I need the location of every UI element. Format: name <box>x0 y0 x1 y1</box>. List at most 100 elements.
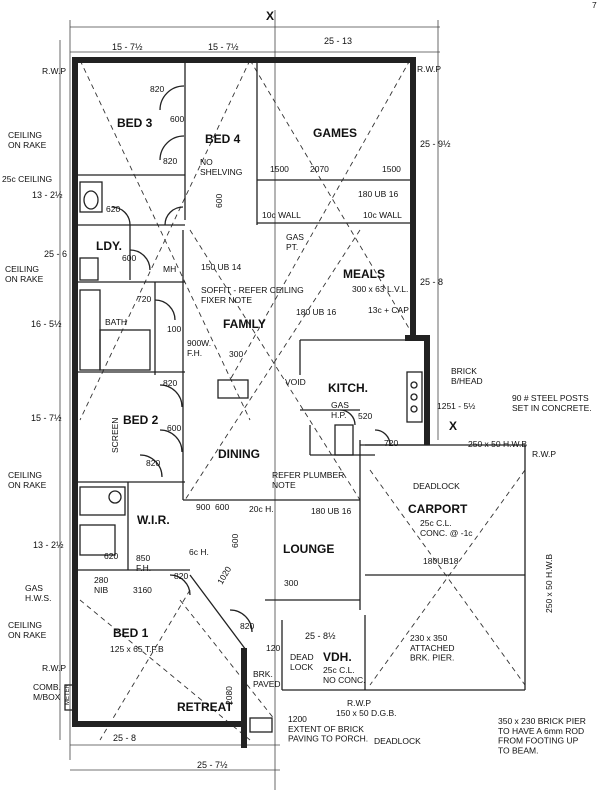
dim-bottom-2: 25 - 7½ <box>197 760 228 770</box>
note-deadlock-1: DEADLOCK <box>413 481 460 491</box>
room-vdh: VDH. <box>323 650 352 664</box>
opening-labels: 820 600 820 620 600 1500 2070 1500 600 M… <box>104 84 401 705</box>
note-ub-180-carport: 180UB18 <box>423 556 459 566</box>
open-d820-bed3: 820 <box>150 84 164 94</box>
dim-top-3: 25 - 13 <box>324 36 352 46</box>
open-d300-lng: 300 <box>284 578 298 588</box>
room-bed3: BED 3 <box>117 116 153 130</box>
dim-left-4: 15 - 7½ <box>31 413 62 423</box>
room-ldy: LDY. <box>96 239 122 253</box>
open-d820-bed3b: 820 <box>163 156 177 166</box>
note-rwp-tl: R.W.P <box>42 66 66 76</box>
open-d2080: 2080 <box>224 686 234 705</box>
note-ub-180-family: 180 UB 16 <box>296 307 336 317</box>
open-d900: 900 <box>196 502 210 512</box>
dim-left-1: 13 - 2½ <box>32 190 63 200</box>
open-d120: 120 <box>266 643 280 653</box>
open-g1500-a: 1500 <box>270 164 289 174</box>
open-d600-bed2: 600 <box>167 423 181 433</box>
open-d600-bed4: 600 <box>214 194 224 208</box>
note-ceiling-25c: 25c CEILING <box>2 174 52 184</box>
corner-mark: 7 <box>592 0 597 10</box>
note-tfb: 125 x 65 T.F.B <box>110 644 164 654</box>
note-rwp-tr: R.W.P <box>417 64 441 74</box>
grid-mark-north: X <box>266 9 274 23</box>
dim-left-3: 16 - 5½ <box>31 319 62 329</box>
dim-bottom-3: 25 - 8½ <box>305 631 336 641</box>
note-lvl: 300 x 63 L.V.L. <box>352 284 408 294</box>
grid-mark-east: X <box>449 419 457 433</box>
open-d720-bath: 720 <box>137 294 151 304</box>
note-rwp-bl: R.W.P <box>42 663 66 673</box>
dim-bottom-1: 25 - 8 <box>113 733 136 743</box>
note-wall-10c-1: 10c WALL <box>262 210 301 220</box>
open-d620-ens: 620 <box>106 204 120 214</box>
note-ch-20: 20c H. <box>249 504 274 514</box>
room-bed2: BED 2 <box>123 413 159 427</box>
note-w-3160: 3160 <box>133 585 152 595</box>
room-lounge: LOUNGE <box>283 542 334 556</box>
exterior-walls <box>72 57 430 748</box>
open-d600-lng: 600 <box>230 534 240 548</box>
note-deadlock-2: DEADLOCK <box>374 736 421 746</box>
note-void: VOID <box>285 377 306 387</box>
room-bath: BATH <box>105 317 127 327</box>
door-swings <box>111 85 391 633</box>
room-games: GAMES <box>313 126 357 140</box>
note-ub-180-games: 180 UB 16 <box>358 189 398 199</box>
dim-left-2: 25 - 6 <box>44 249 67 259</box>
open-d1020: 1020 <box>215 564 233 586</box>
open-d600-bed3: 600 <box>170 114 184 124</box>
open-d820-vdh: 820 <box>240 621 254 631</box>
open-d520: 520 <box>358 411 372 421</box>
room-bed1: BED 1 <box>113 626 149 640</box>
dimension-lines <box>59 10 440 790</box>
note-rwp-b: R.W.P <box>347 698 371 708</box>
room-dining: DINING <box>218 447 260 461</box>
roof-dashed-lines <box>79 59 526 741</box>
note-dgb: 150 x 50 D.G.B. <box>336 708 396 718</box>
open-d820-bed2b: 820 <box>146 458 160 468</box>
note-screen: SCREEN <box>110 418 120 453</box>
dim-top-1: 15 - 7½ <box>112 42 143 52</box>
open-d100: 100 <box>167 324 181 334</box>
note-carport-cl: 25c C.L.CONC. @ -1c <box>420 518 473 538</box>
dim-right-2: 25 - 8 <box>420 277 443 287</box>
fixtures <box>64 181 423 733</box>
open-d620-wir: 620 <box>104 551 118 561</box>
open-d600-ldy: 600 <box>122 253 136 263</box>
dim-left-5: 13 - 2½ <box>33 540 64 550</box>
note-wall-10c-2: 10c WALL <box>363 210 402 220</box>
note-ub-180-lounge: 180 UB 16 <box>311 506 351 516</box>
note-brick-dim: 1251 - 5½ <box>437 401 475 411</box>
dim-right-1: 25 - 9½ <box>420 139 451 149</box>
note-vdh-cl: 25c C.L.NO CONC. <box>323 665 366 685</box>
open-d720-kit: 720 <box>384 438 398 448</box>
open-g2070: 2070 <box>310 164 329 174</box>
open-d820-bed1: 820 <box>174 571 188 581</box>
note-hwb-250-top: 250 x 50 H.W.B <box>468 439 527 449</box>
room-meals: MEALS <box>343 267 385 281</box>
note-brk-paved: BRK.PAVED <box>253 669 281 689</box>
note-cap: 13c + CAP <box>368 305 409 315</box>
room-labels: BED 3 BED 4 GAMES LDY. MEALS FAMILY BATH… <box>96 116 468 714</box>
note-rwp-r: R.W.P <box>532 449 556 459</box>
interior-walls <box>78 63 526 691</box>
dimension-labels: 15 - 7½ 15 - 7½ 25 - 13 25 - 9½ 25 - 8 1… <box>31 36 451 770</box>
note-fh-900: 900W.F.H. <box>187 338 211 358</box>
